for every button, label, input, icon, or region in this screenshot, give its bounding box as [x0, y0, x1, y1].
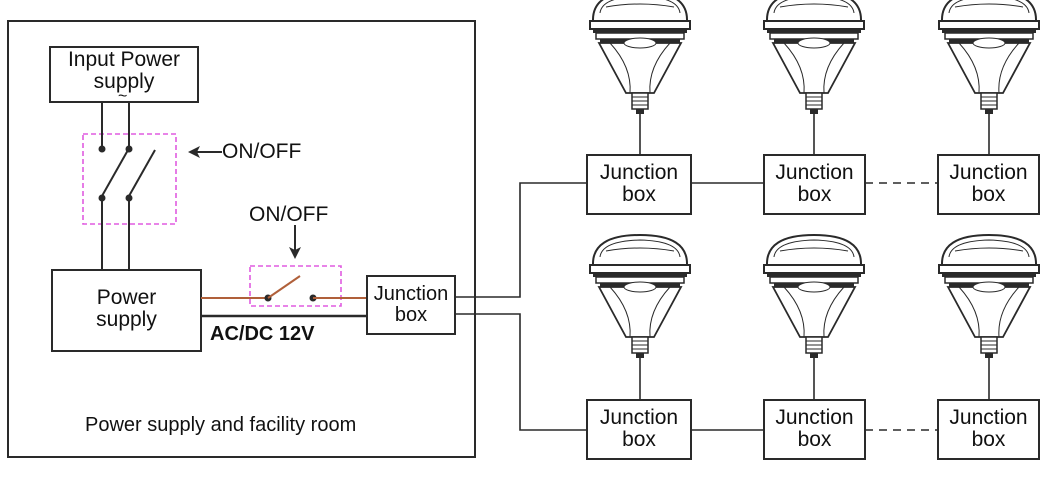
junction-box-bottom-1	[586, 399, 692, 460]
power-supply-label: Power supply	[52, 287, 201, 331]
junction-box-top-1	[586, 154, 692, 215]
junction-line1: Junction	[949, 161, 1028, 184]
lamp-icon	[589, 0, 691, 115]
junction-line1: Junction	[599, 406, 679, 429]
junction-line2: box	[971, 428, 1006, 451]
lamp-icon	[589, 234, 691, 359]
junction-label-bottom-1: Junction box	[587, 407, 691, 451]
room-junction-line1: Junction	[373, 283, 449, 305]
junction-label-top-1: Junction box	[587, 162, 691, 206]
junction-line2: box	[797, 183, 832, 206]
input-power-label: Input Power supply	[50, 49, 198, 93]
room-junction-line2: box	[394, 304, 428, 326]
ac-symbol: ~	[118, 88, 128, 105]
junction-box-top-2	[763, 154, 866, 215]
junction-line2: box	[622, 428, 656, 451]
junction-label-top-2: Junction box	[764, 162, 865, 206]
lamp-icon	[763, 0, 865, 115]
room-junction-label: Junction box	[367, 284, 455, 326]
junction-line1: Junction	[599, 161, 679, 184]
switch1-frame	[82, 133, 177, 225]
junction-line2: box	[797, 428, 832, 451]
power-supply-line2: supply	[96, 308, 157, 331]
voltage-label: AC/DC 12V	[210, 323, 315, 345]
lamp-icon	[938, 234, 1040, 359]
room-junction-box	[366, 275, 456, 335]
input-power-line1: Input Power	[67, 48, 181, 71]
input-power-line2: supply	[93, 70, 155, 93]
junction-line2: box	[971, 183, 1006, 206]
facility-room-caption: Power supply and facility room	[85, 414, 357, 436]
power-supply-line1: Power	[96, 286, 157, 309]
junction-line2: box	[622, 183, 656, 206]
switch2-frame	[249, 265, 342, 307]
junction-box-bottom-3	[937, 399, 1040, 460]
junction-line1: Junction	[775, 161, 854, 184]
switch1-label: ON/OFF	[222, 140, 302, 163]
facility-room-frame	[7, 20, 476, 458]
switch2-label: ON/OFF	[249, 203, 329, 226]
junction-box-top-3	[937, 154, 1040, 215]
input-power-box	[49, 46, 199, 103]
lamp-icon	[938, 0, 1040, 115]
lamp-icon	[763, 234, 865, 359]
power-supply-box	[51, 269, 202, 352]
junction-label-bottom-2: Junction box	[764, 407, 865, 451]
junction-label-bottom-3: Junction box	[938, 407, 1039, 451]
junction-label-top-3: Junction box	[938, 162, 1039, 206]
junction-line1: Junction	[949, 406, 1028, 429]
junction-line1: Junction	[775, 406, 854, 429]
